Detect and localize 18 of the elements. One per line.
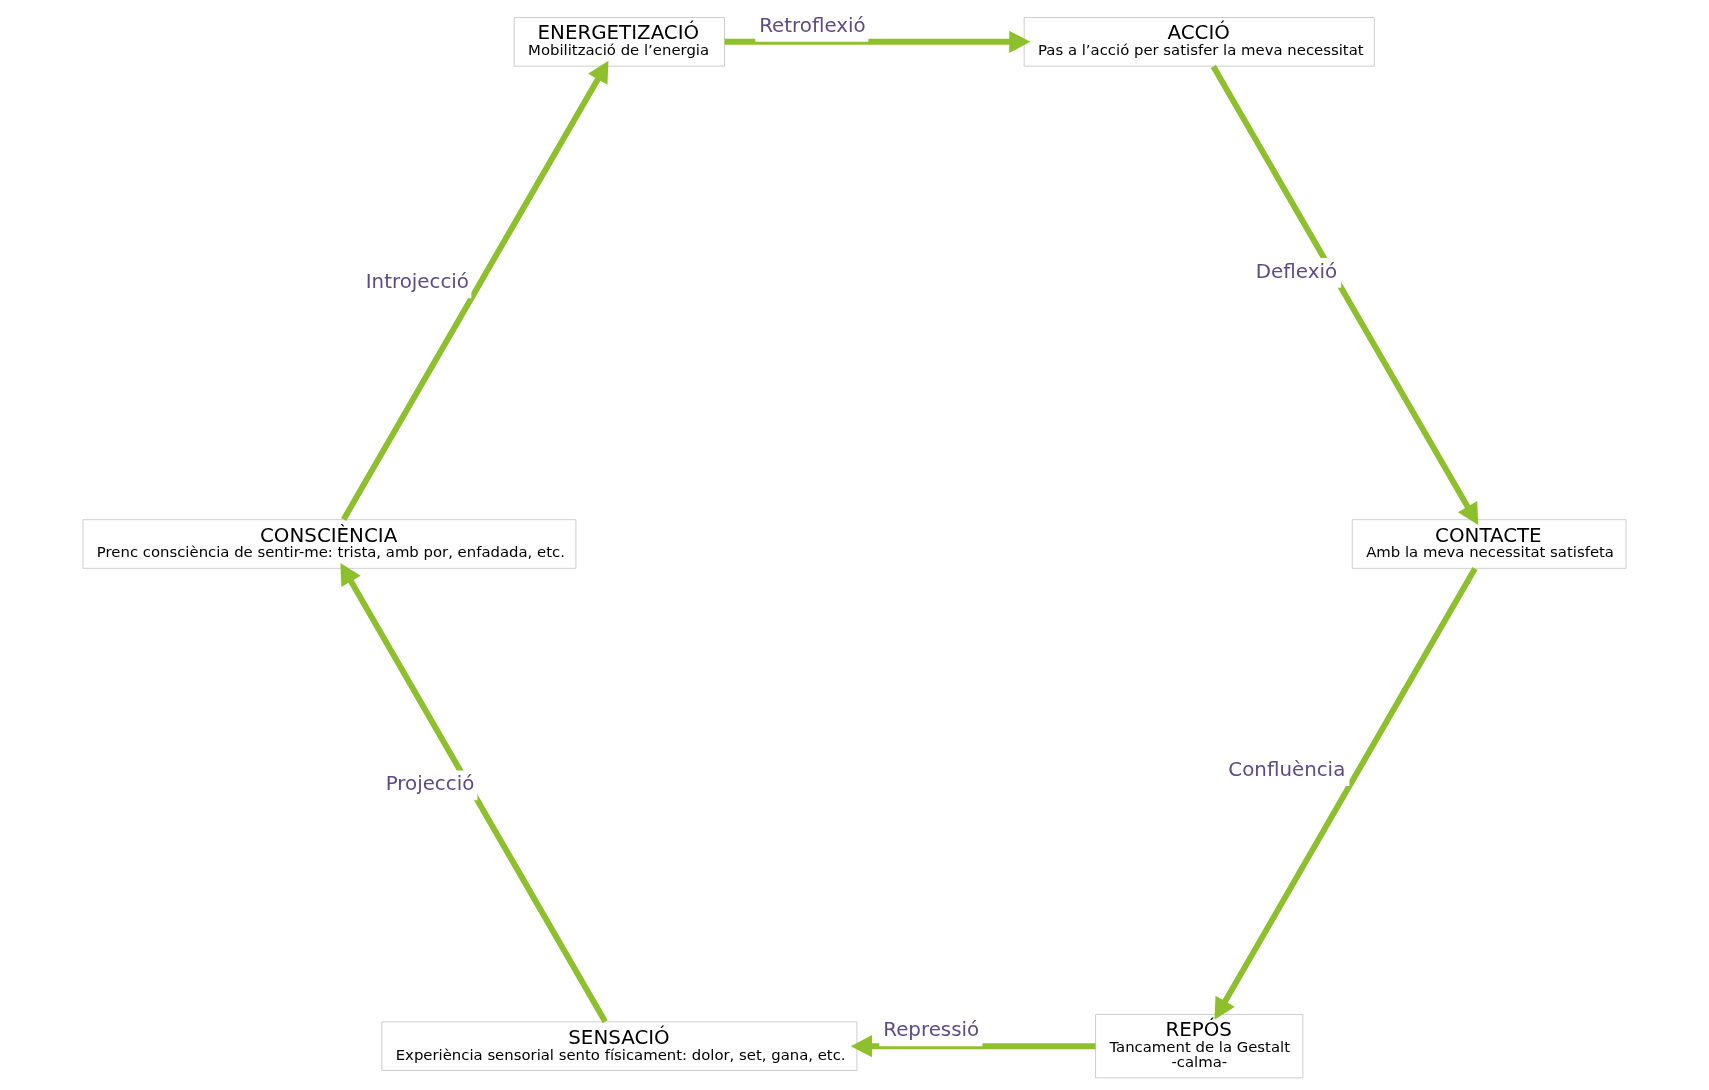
arrow: [341, 60, 609, 521]
edge-label: Deflexió: [1255, 259, 1338, 283]
arrow: [850, 1035, 1096, 1058]
edge-label: Retroflexió: [759, 13, 866, 37]
node-box: CONTACTE Amb la meva necessitat satisfeta: [1351, 519, 1627, 569]
arrow: [1210, 64, 1479, 526]
node-box: REPÓS Tancament de la Gestalt -calma-: [1095, 1013, 1304, 1079]
edge-label: Confluència: [1228, 758, 1346, 782]
node-box: ENERGETIZACIÓ Mobilització de l’energia: [513, 17, 725, 67]
node-box: ACCIÓ Pas a l’acció per satisfer la meva necessitat: [1023, 17, 1375, 67]
edge-label: Introjecció: [365, 270, 469, 294]
node-box: SENSACIÓ Experiència sensorial sento físicament: dolor, set, gana, etc.: [381, 1021, 858, 1071]
arrow: [1214, 567, 1478, 1020]
node-box: CONSCIÈNCIA Prenc consciència de sentir-me: trista, amb por, enfadada, etc.: [82, 519, 577, 569]
edge-label: Projecció: [385, 772, 475, 796]
edge-label: Repressió: [883, 1018, 980, 1042]
arrow: [340, 562, 608, 1024]
arrow: [724, 30, 1031, 53]
